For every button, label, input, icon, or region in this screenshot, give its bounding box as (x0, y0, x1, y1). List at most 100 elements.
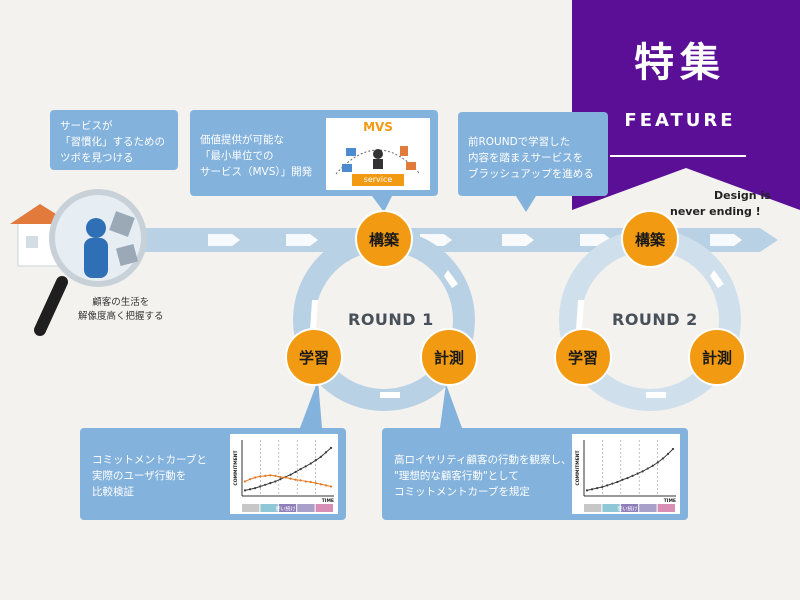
chart-phase-band (297, 504, 315, 512)
chart-point (601, 485, 604, 489)
chart-point (243, 489, 247, 492)
chart-point (304, 465, 307, 468)
chart-point (259, 485, 262, 488)
callout-measure: 高ロイヤリティ顧客の行動を観察し、 "理想的な顧客行動"として コミットメントカ… (382, 428, 688, 520)
chart-point (309, 480, 312, 484)
chart-point (299, 468, 302, 471)
chart-point (636, 472, 639, 475)
round1-label: ROUND 1 (348, 310, 434, 329)
chart-point (651, 464, 654, 467)
chart-point (626, 476, 629, 480)
chart-point (671, 447, 675, 451)
round2-measure-node: 計測 (688, 328, 746, 386)
chart-phase-band (278, 504, 297, 512)
chart-phase-band (584, 504, 602, 512)
round2-build-node: 構築 (621, 210, 679, 268)
callout-learn-line: 比較検証 (92, 486, 134, 498)
magnifier-illustration (34, 189, 147, 336)
chart-point (596, 487, 599, 490)
callout-pointer-learn (300, 380, 322, 428)
chart-point (274, 474, 277, 477)
chart-point (243, 480, 247, 483)
chart-point (631, 474, 634, 477)
chart-phase-band (602, 504, 620, 512)
chart-point (279, 475, 282, 479)
chart-point (656, 461, 659, 464)
callout-research-line: ツボを見つける (60, 152, 134, 164)
magnifier-caption-line: 解像度高く把握する (78, 311, 164, 322)
callout-research-line: サービスが (60, 120, 113, 132)
chart-point (269, 474, 272, 477)
chart-point (585, 489, 589, 492)
chart-point (606, 484, 609, 487)
callout-learn-line: コミットメントカーブと (92, 454, 207, 466)
chart-point (666, 452, 670, 456)
callout-pointer-mvs (372, 196, 392, 212)
callout-round-next-line: 内容を踏まえサービスを (468, 152, 584, 164)
chart-phase-band (260, 504, 278, 512)
callout-measure-line: "理想的な顧客行動"として (394, 470, 519, 482)
round1-build-node: 構築 (355, 210, 413, 268)
chart-point (324, 451, 328, 454)
mvs-diagram-icon (335, 146, 421, 175)
chart-point (329, 485, 333, 488)
round2-learn-node: 学習 (554, 328, 612, 386)
chart-point (621, 478, 624, 481)
mvs-figure: MVS service (326, 118, 430, 190)
chart-point (254, 487, 257, 490)
chart-point (319, 483, 322, 486)
feature-badge-bg (572, 0, 800, 210)
chart-phase-label: 使い続ける (617, 506, 642, 513)
chart-point (314, 459, 317, 462)
callout-mvs: 価値提供が可能な 「最小単位での サービス（MVS）」開発 MVS servic… (190, 110, 438, 196)
chart-point (279, 478, 282, 481)
callout-pointer-next (516, 196, 536, 212)
chart-point (289, 477, 292, 480)
callout-measure-line: コミットメントカーブを規定 (394, 486, 530, 498)
mvs-figure-title: MVS (363, 120, 393, 134)
chart-point (324, 484, 328, 487)
chart-point (309, 462, 312, 465)
chart-point (284, 476, 287, 479)
endless-text-line: Design is (714, 189, 771, 202)
chart-phase-band (242, 504, 260, 512)
mvs-figure-caption: service (352, 174, 404, 186)
chart-y-label: COMMITMENT (575, 449, 581, 485)
chart-point (646, 467, 649, 470)
chart-point (616, 480, 619, 484)
chart-point (294, 470, 297, 474)
magnifier-caption: 顧客の生活を 解像度高く把握する (78, 296, 164, 324)
chart-phase-label: 使い続ける (275, 506, 300, 513)
chart-point (264, 483, 267, 486)
chart-point (590, 488, 594, 491)
chart-point (314, 482, 317, 485)
round1-learn-node: 学習 (285, 328, 343, 386)
callout-measure-line: 高ロイヤリティ顧客の行動を観察し、 (394, 454, 572, 466)
callout-learn-line: 実際のユーザ行動を (92, 470, 187, 482)
callout-mvs-line: 「最小単位での (200, 150, 274, 162)
chart-phase-band (639, 504, 657, 512)
chart-point (299, 479, 302, 482)
chart-point (611, 482, 614, 485)
chart-point (661, 457, 664, 460)
chart-phase-band (657, 504, 675, 512)
chart-series-line (586, 448, 674, 491)
callout-round-next: 前ROUNDで学習した 内容を踏まえサービスを ブラッシュアップを進める (458, 112, 608, 196)
chart-point (248, 488, 252, 491)
magnifier-caption-line: 顧客の生活を (92, 297, 150, 308)
chart-point (274, 480, 277, 483)
chart-point (248, 478, 252, 481)
round2-label: ROUND 2 (612, 310, 698, 329)
chart-point (259, 475, 262, 478)
callout-research-line: 「習慣化」するための (60, 136, 165, 148)
chart-phase-band (315, 504, 333, 512)
chart-point (641, 470, 644, 473)
chart-point (254, 476, 257, 479)
chart-point (294, 478, 297, 481)
chart-point (269, 482, 272, 485)
chart-phase-band (620, 504, 639, 512)
